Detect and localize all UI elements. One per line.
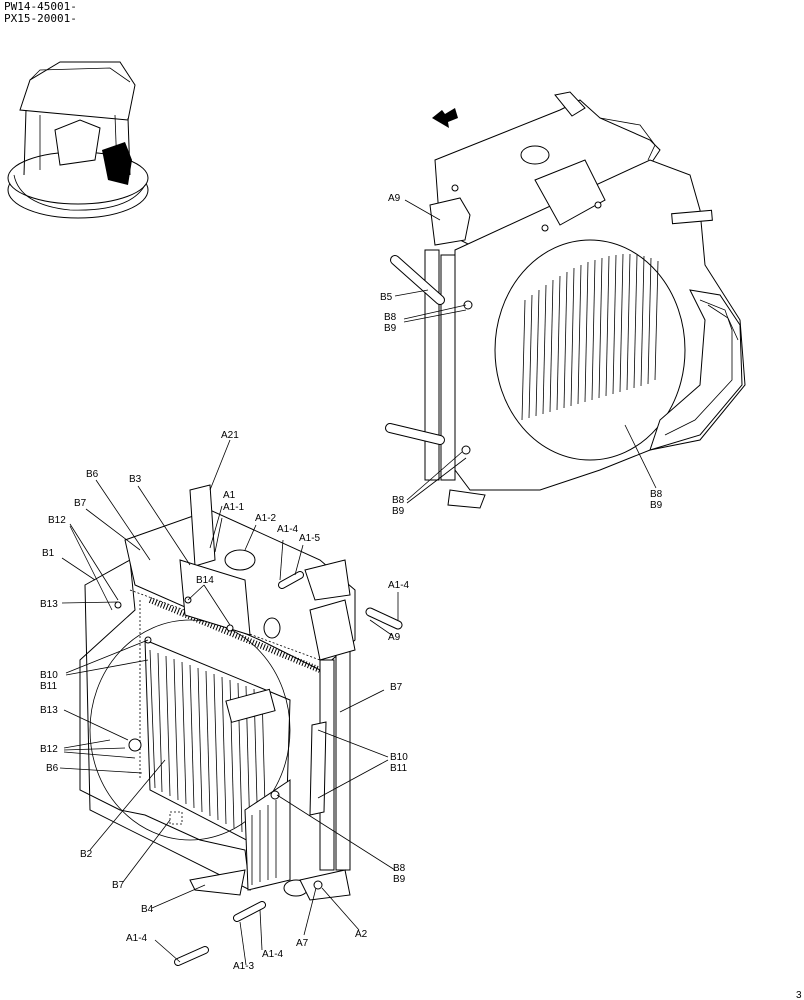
- upper-core-fins: [521, 253, 659, 421]
- callout-b7-bottom: B7: [112, 880, 125, 891]
- callout-b9-middle: B9: [392, 506, 405, 517]
- callout-b10-right: B10: [390, 752, 408, 763]
- callout-a1-5: A1-5: [299, 533, 321, 544]
- upper-radiator-assembly: [385, 91, 746, 509]
- callout-b13-top: B13: [40, 599, 58, 610]
- callout-b6-top: B6: [86, 469, 99, 480]
- callout-b4: B4: [141, 904, 154, 915]
- callout-b11-left: B11: [40, 681, 57, 692]
- callout-a1-4-right: A1-4: [388, 580, 410, 591]
- lower-leader-lines: [59, 439, 399, 966]
- callout-b8-lower: B8: [393, 863, 406, 874]
- callout-a1-4-bottom-middle: A1-4: [262, 949, 284, 960]
- callout-a9-lower: A9: [388, 632, 401, 643]
- callout-a1-1: A1-1: [223, 502, 245, 513]
- callout-b6-middle: B6: [46, 763, 59, 774]
- callout-b7-top: B7: [74, 498, 87, 509]
- lower-radiator-assembly: [79, 484, 403, 966]
- callout-b8-middle: B8: [392, 495, 405, 506]
- callout-a7: A7: [296, 938, 309, 949]
- model-serial-range-1: PW14-45001-: [4, 0, 77, 13]
- callout-b12-middle: B12: [40, 744, 58, 755]
- callout-b9-right: B9: [650, 500, 663, 511]
- callout-a9-upper: A9: [388, 193, 401, 204]
- callout-b9-upper: B9: [384, 323, 397, 334]
- callout-b2: B2: [80, 849, 93, 860]
- callout-a1-4-bottom-left: A1-4: [126, 933, 148, 944]
- callout-b9-lower: B9: [393, 874, 406, 885]
- upper-leader-lines: [394, 199, 657, 504]
- callout-b11-right: B11: [390, 763, 407, 774]
- callout-b14: B14: [196, 575, 214, 586]
- callout-b1: B1: [42, 548, 55, 559]
- callout-b8-upper: B8: [384, 312, 397, 323]
- model-serial-range-2: PX15-20001-: [4, 12, 77, 25]
- callout-b10-left: B10: [40, 670, 58, 681]
- callout-a2: A2: [355, 929, 368, 940]
- callout-a1-4-top: A1-4: [277, 524, 299, 535]
- callout-a21: A21: [221, 430, 239, 441]
- callout-a1-2: A1-2: [255, 513, 277, 524]
- callout-b5: B5: [380, 292, 393, 303]
- callout-a1: A1: [223, 490, 236, 501]
- callout-b7-right: B7: [390, 682, 403, 693]
- callout-b8-right: B8: [650, 489, 663, 500]
- page-corner-mark: 3: [796, 990, 802, 1000]
- lower-core-fins: [149, 649, 267, 845]
- callout-b3: B3: [129, 474, 142, 485]
- machine-location-thumbnail: [7, 61, 149, 219]
- callout-a1-3: A1-3: [233, 961, 255, 972]
- callout-b13-middle: B13: [40, 705, 58, 716]
- callout-b12-top: B12: [48, 515, 66, 526]
